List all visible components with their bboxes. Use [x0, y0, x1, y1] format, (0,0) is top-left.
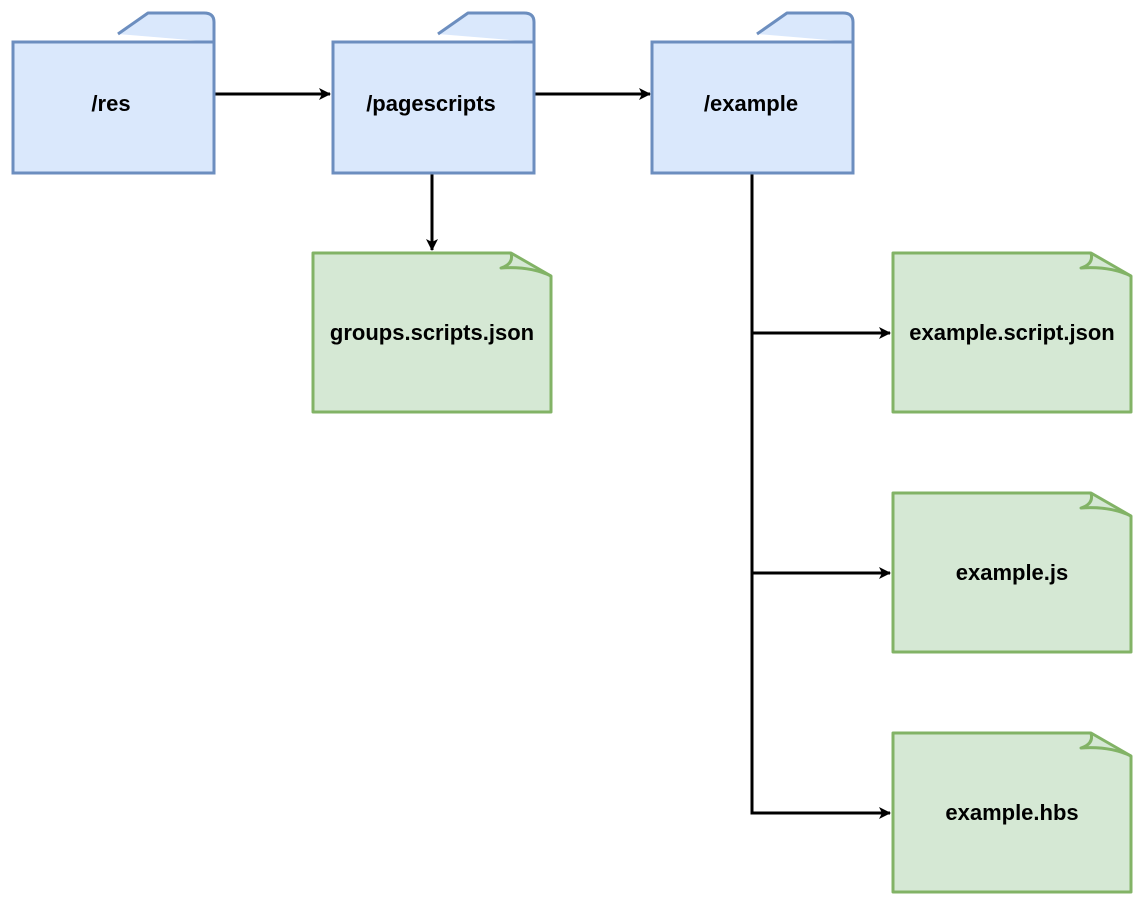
folder-node-example[interactable]: /example	[650, 11, 855, 175]
file-icon	[311, 251, 553, 414]
file-label: example.script.json	[909, 320, 1114, 345]
edge-example-to-example-js	[750, 333, 891, 579]
folder-icon	[11, 11, 216, 175]
folder-node-res[interactable]: /res	[11, 11, 216, 175]
edge-example-to-example-script-json	[750, 174, 891, 339]
file-icon	[891, 491, 1133, 654]
folder-node-pagescripts[interactable]: /pagescripts	[331, 11, 536, 175]
file-label: groups.scripts.json	[330, 320, 534, 345]
folder-icon	[650, 11, 855, 175]
file-icon	[891, 731, 1133, 894]
file-node-example-js[interactable]: example.js	[891, 491, 1133, 654]
file-node-example-script-json[interactable]: example.script.json	[891, 251, 1133, 414]
folder-label: /pagescripts	[366, 91, 496, 116]
folder-icon	[331, 11, 536, 175]
file-icon	[891, 251, 1133, 414]
folder-label: /res	[91, 91, 130, 116]
edges	[214, 88, 891, 819]
file-label: example.js	[956, 560, 1069, 585]
folder-label: /example	[704, 91, 798, 116]
file-label: example.hbs	[945, 800, 1078, 825]
file-node-example-hbs[interactable]: example.hbs	[891, 731, 1133, 894]
edge-example-to-example-hbs	[750, 573, 891, 819]
file-node-groups-scripts-json[interactable]: groups.scripts.json	[311, 251, 553, 414]
